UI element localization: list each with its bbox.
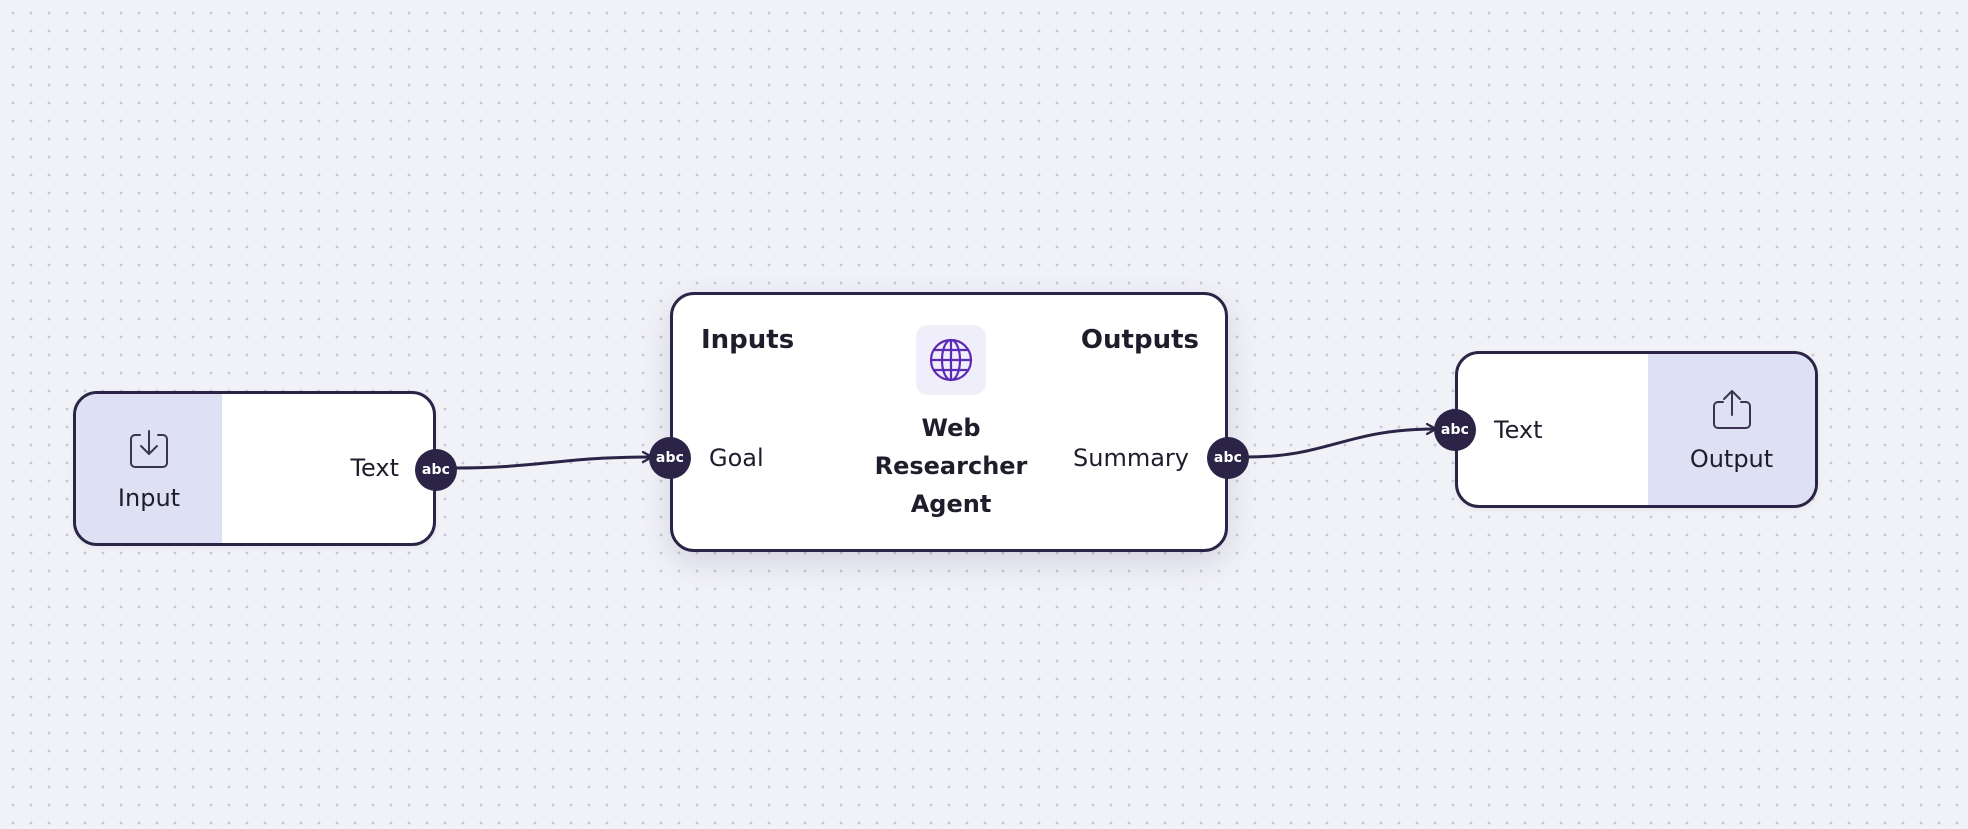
input-node-output-label: Text — [350, 454, 399, 482]
globe-icon — [929, 338, 973, 382]
agent-name-line-1: Web — [921, 414, 981, 442]
agent-output-handle[interactable]: abc — [1207, 437, 1249, 479]
agent-output-label: Summary — [1073, 444, 1189, 472]
edge-agent-to-output[interactable] — [1246, 429, 1436, 459]
inbox-download-icon — [130, 429, 168, 468]
agent-input-label: Goal — [709, 444, 764, 472]
output-node-input-handle[interactable]: abc — [1434, 409, 1476, 451]
outputs-heading: Outputs — [1080, 325, 1199, 355]
output-node[interactable]: abc Text Output — [1434, 351, 1818, 508]
output-node-title: Output — [1689, 444, 1774, 473]
input-node[interactable]: Input Text abc — [73, 391, 457, 546]
inputs-heading: Inputs — [701, 325, 795, 355]
upload-share-icon — [1712, 389, 1751, 429]
agent-name: Web Researcher Agent — [851, 409, 1051, 523]
input-node-title: Input — [117, 483, 181, 512]
edge-input-to-agent[interactable] — [453, 457, 652, 470]
agent-icon-box — [916, 325, 986, 395]
agent-name-line-3: Agent — [910, 490, 992, 518]
agent-name-line-2: Researcher — [874, 452, 1028, 480]
input-node-panel: Input — [76, 394, 222, 543]
agent-node[interactable]: Inputs Outputs Web Researcher Agent abc … — [649, 292, 1249, 552]
input-node-output-handle[interactable]: abc — [415, 449, 457, 491]
agent-input-handle[interactable]: abc — [649, 437, 691, 479]
output-node-panel: Output — [1648, 354, 1815, 505]
output-node-input-label: Text — [1494, 416, 1543, 444]
